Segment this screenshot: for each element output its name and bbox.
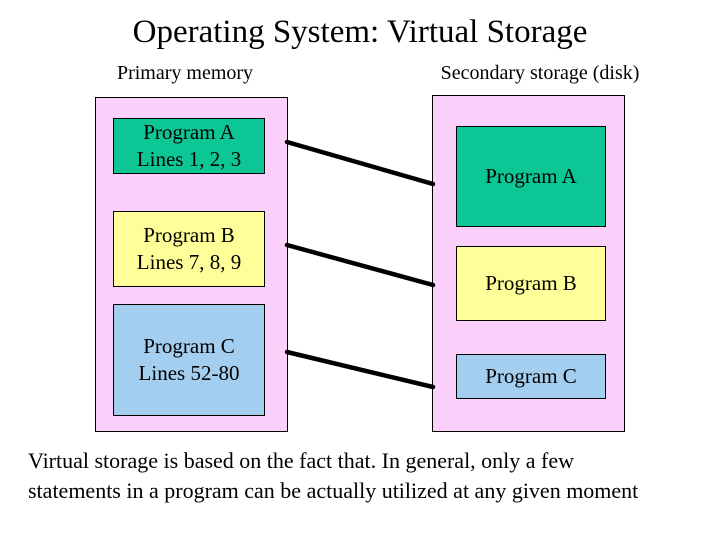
block-title: Program A (485, 164, 577, 188)
secondary-storage-label: Secondary storage (disk) (440, 62, 640, 84)
caption: Virtual storage is based on the fact tha… (28, 446, 700, 506)
connector-line-program-a (284, 139, 436, 187)
memory-block-program-b: Program B Lines 7, 8, 9 (113, 211, 265, 287)
caption-line-1: Virtual storage is based on the fact tha… (28, 448, 575, 473)
block-lines: Lines 7, 8, 9 (136, 250, 242, 274)
connector-line-program-c (284, 349, 436, 390)
block-title: Program C (485, 364, 577, 388)
disk-block-program-b: Program B (456, 246, 606, 321)
memory-block-program-a: Program A Lines 1, 2, 3 (113, 118, 265, 174)
block-title: Program B (485, 271, 577, 295)
secondary-storage-container: Program A Program B Program C (432, 95, 625, 432)
memory-block-program-c: Program C Lines 52-80 (113, 304, 265, 416)
disk-block-program-a: Program A (456, 126, 606, 227)
primary-memory-container: Program A Lines 1, 2, 3 Program B Lines … (95, 97, 288, 432)
slide-title: Operating System: Virtual Storage (132, 14, 588, 50)
block-title: Program C (143, 334, 235, 358)
block-title: Program B (143, 223, 235, 247)
block-lines: Lines 52-80 (138, 361, 240, 385)
block-lines: Lines 1, 2, 3 (136, 147, 242, 171)
caption-line-2: statements in a program can be actually … (28, 478, 639, 503)
primary-memory-label: Primary memory (116, 62, 254, 84)
block-title: Program A (143, 120, 235, 144)
connector-line-program-b (284, 242, 436, 288)
disk-block-program-c: Program C (456, 354, 606, 399)
